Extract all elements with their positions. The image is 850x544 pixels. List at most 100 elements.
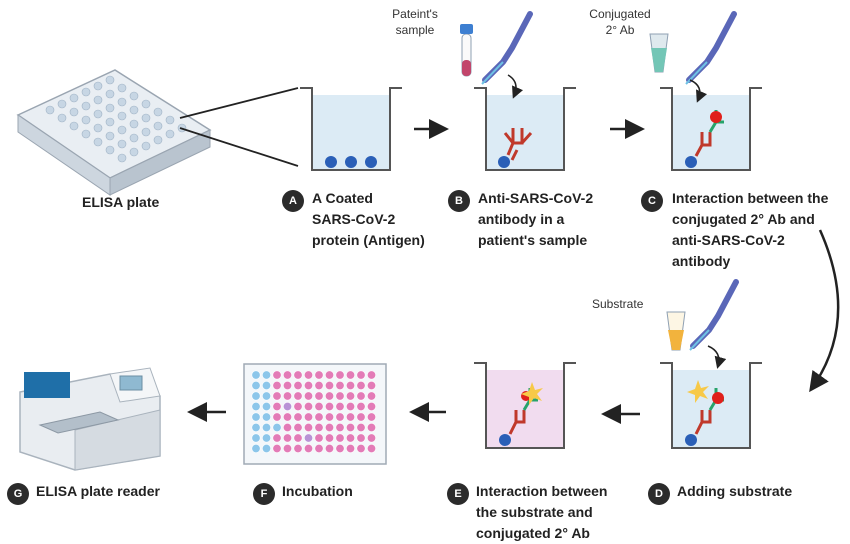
plate-well xyxy=(272,380,282,390)
plate-well xyxy=(335,422,345,432)
plate-well xyxy=(293,401,303,411)
plate-well xyxy=(366,370,376,380)
plate-well xyxy=(345,370,355,380)
plate-well xyxy=(314,412,324,422)
plate-well xyxy=(251,443,261,453)
step-f-badge: F xyxy=(253,483,275,505)
plate-well xyxy=(272,433,282,443)
elisa-plate-reader xyxy=(19,367,161,471)
plate-well xyxy=(303,380,313,390)
plate-well xyxy=(293,370,303,380)
plate-well xyxy=(356,443,366,453)
plate-well xyxy=(272,412,282,422)
plate-well xyxy=(251,422,261,432)
plate-well xyxy=(356,412,366,422)
plate-well xyxy=(303,412,313,422)
plate-well xyxy=(251,401,261,411)
plate-well xyxy=(335,443,345,453)
plate-well xyxy=(356,401,366,411)
elisa-plate-label: ELISA plate xyxy=(82,194,160,210)
plate-well xyxy=(303,370,313,380)
plate-well xyxy=(314,370,324,380)
plate-well xyxy=(303,422,313,432)
plate-well xyxy=(356,380,366,390)
plate-well xyxy=(251,412,261,422)
plate-well xyxy=(251,391,261,401)
plate-well xyxy=(251,370,261,380)
plate-well xyxy=(366,391,376,401)
step-d-text: Adding substrate xyxy=(677,483,793,499)
plate-well xyxy=(303,401,313,411)
plate-well xyxy=(261,380,271,390)
substrate-label: Substrate xyxy=(592,297,644,311)
plate-well xyxy=(324,433,334,443)
plate-well xyxy=(345,412,355,422)
step-f-text: Incubation xyxy=(282,483,353,499)
step-c-badge: C xyxy=(641,190,663,212)
plate-well xyxy=(345,391,355,401)
arrow-c-d xyxy=(809,229,840,393)
plate-well xyxy=(314,380,324,390)
plate-well xyxy=(282,391,292,401)
plate-well xyxy=(261,422,271,432)
plate-well xyxy=(314,422,324,432)
plate-well xyxy=(272,401,282,411)
step-g-text: ELISA plate reader xyxy=(36,483,160,499)
plate-well xyxy=(335,433,345,443)
plate-well xyxy=(324,391,334,401)
step-g-badge: G xyxy=(7,483,29,505)
plate-well xyxy=(335,370,345,380)
plate-well xyxy=(314,391,324,401)
plate-well xyxy=(303,391,313,401)
plate-well xyxy=(356,370,366,380)
plate-well xyxy=(261,401,271,411)
plate-well xyxy=(345,380,355,390)
plate-well xyxy=(324,412,334,422)
plate-well xyxy=(356,391,366,401)
plate-well xyxy=(293,422,303,432)
plate-well xyxy=(345,443,355,453)
incubation-plate xyxy=(243,363,387,465)
plate-well xyxy=(261,370,271,380)
plate-well xyxy=(293,443,303,453)
plate-well xyxy=(335,412,345,422)
plate-well xyxy=(366,380,376,390)
plate-well xyxy=(356,422,366,432)
well-b xyxy=(474,87,576,171)
plate-well xyxy=(272,422,282,432)
plate-well xyxy=(324,443,334,453)
plate-well xyxy=(293,380,303,390)
plate-well xyxy=(314,443,324,453)
plate-well xyxy=(345,422,355,432)
step-e-badge: E xyxy=(447,483,469,505)
well-a xyxy=(300,87,402,171)
plate-well xyxy=(324,401,334,411)
plate-well xyxy=(261,443,271,453)
plate-well xyxy=(261,412,271,422)
plate-well xyxy=(282,401,292,411)
well-e xyxy=(474,362,576,449)
step-d-badge: D xyxy=(648,483,670,505)
plate-well xyxy=(345,401,355,411)
plate-well xyxy=(293,391,303,401)
plate-well xyxy=(314,433,324,443)
plate-well xyxy=(282,380,292,390)
plate-well xyxy=(293,412,303,422)
plate-well xyxy=(366,422,376,432)
plate-well xyxy=(366,401,376,411)
plate-well xyxy=(261,391,271,401)
plate-well xyxy=(314,401,324,411)
plate-well xyxy=(335,380,345,390)
plate-well xyxy=(261,433,271,443)
plate-well xyxy=(345,433,355,443)
plate-well xyxy=(272,443,282,453)
patient-sample-label: Pateint's sample xyxy=(392,7,438,37)
plate-well xyxy=(303,433,313,443)
plate-well xyxy=(251,433,261,443)
plate-well xyxy=(366,443,376,453)
sample-tube-and-pipette xyxy=(460,11,533,99)
